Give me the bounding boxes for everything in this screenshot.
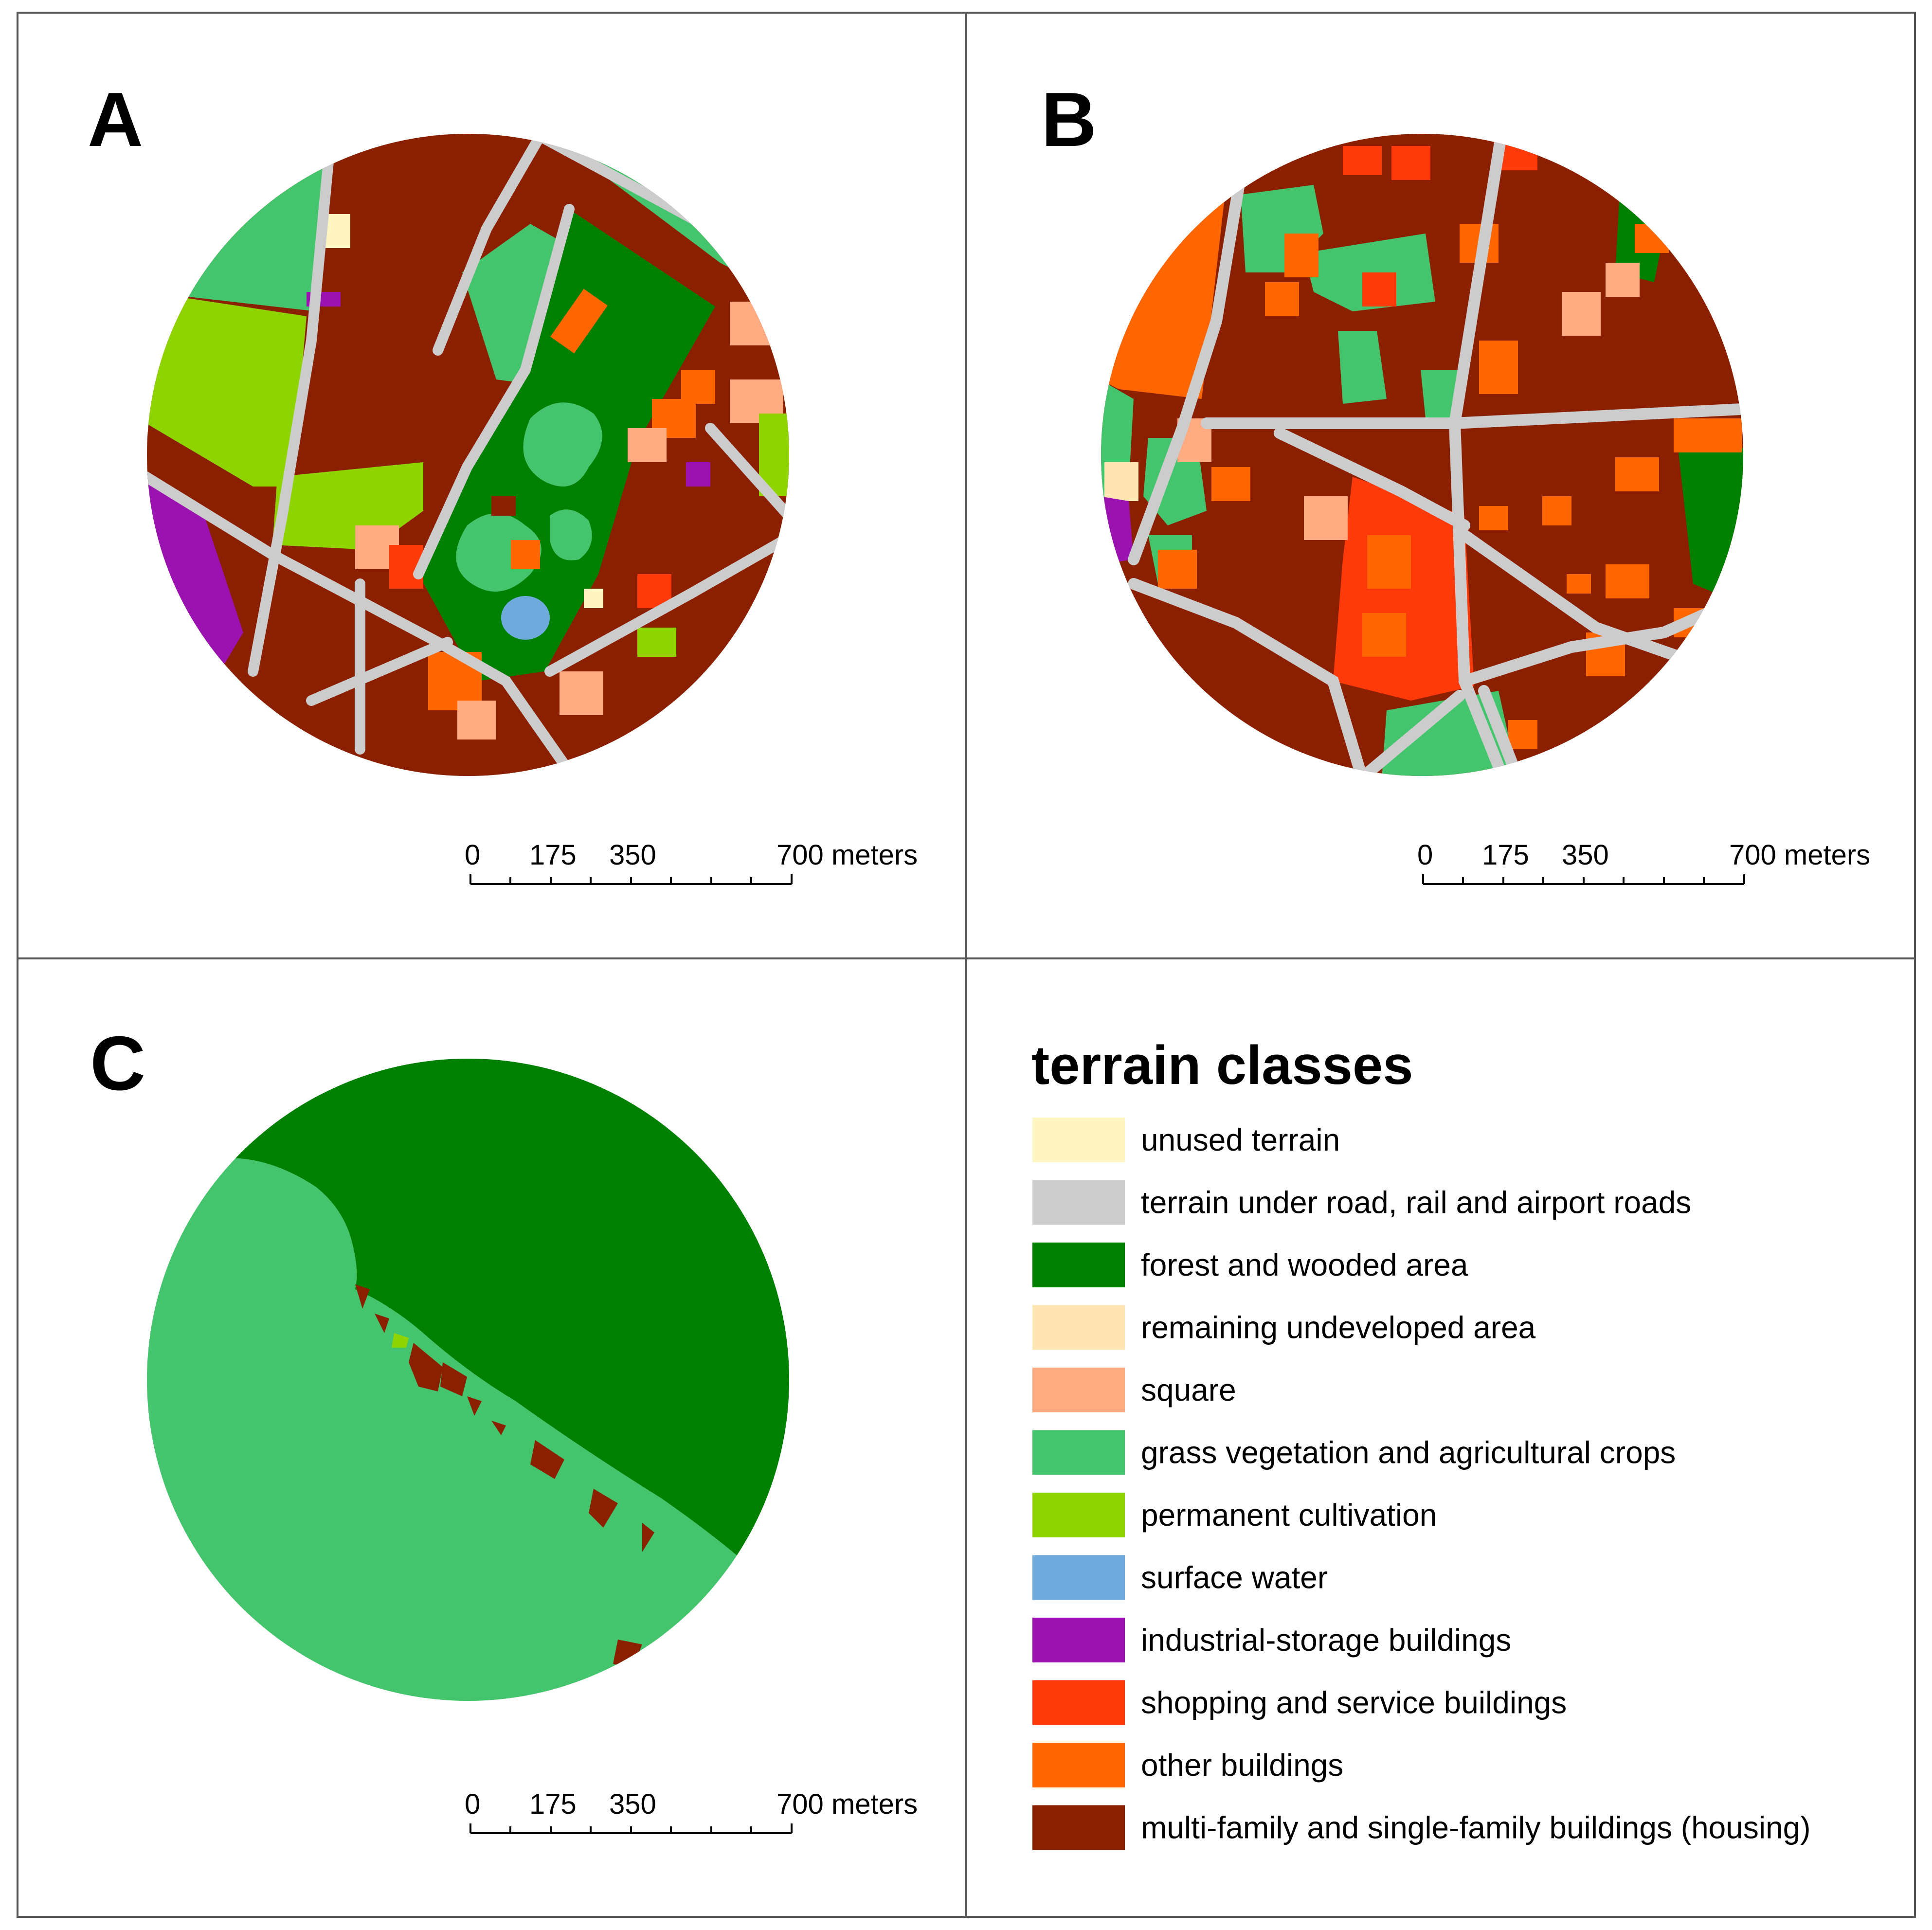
legend-item: industrial-storage buildings	[1032, 1618, 1511, 1662]
legend-label: permanent cultivation	[1141, 1497, 1437, 1533]
legend-swatch	[1032, 1180, 1125, 1225]
legend-item: terrain under road, rail and airport roa…	[1032, 1180, 1691, 1225]
legend-item: permanent cultivation	[1032, 1493, 1437, 1537]
legend-item: other buildings	[1032, 1743, 1343, 1787]
legend-items: unused terrain terrain under road, rail a…	[1032, 1118, 1811, 1850]
legend-swatch	[1032, 1243, 1125, 1287]
legend-swatch	[1032, 1618, 1125, 1662]
legend-item: grass vegetation and agricultural crops	[1032, 1430, 1676, 1475]
legend: terrain classes unused terrain terrain un…	[1031, 1035, 1811, 1850]
panel-letter: C	[90, 1021, 145, 1106]
scale-label-0: 0	[465, 1788, 480, 1820]
legend-item: forest and wooded area	[1032, 1243, 1468, 1287]
legend-item: remaining undeveloped area	[1032, 1305, 1536, 1350]
legend-item: multi-family and single-family buildings…	[1032, 1805, 1811, 1850]
legend-label: other buildings	[1141, 1748, 1343, 1783]
scale-label-175: 175	[529, 1788, 577, 1820]
legend-swatch	[1032, 1493, 1125, 1537]
legend-label: unused terrain	[1141, 1122, 1340, 1157]
legend-label: grass vegetation and agricultural crops	[1141, 1435, 1676, 1470]
scale-label-175: 175	[529, 839, 577, 871]
legend-item: shopping and service buildings	[1032, 1680, 1567, 1725]
legend-label: forest and wooded area	[1141, 1247, 1468, 1282]
legend-label: multi-family and single-family buildings…	[1141, 1810, 1811, 1845]
panel-b: B	[1041, 77, 1870, 885]
legend-label: industrial-storage buildings	[1141, 1623, 1511, 1658]
legend-swatch	[1032, 1368, 1125, 1412]
legend-swatch	[1032, 1430, 1125, 1475]
scale-bar-c: 0 175 350 700 meters	[465, 1788, 918, 1834]
scale-bar-a: 0 175 350 700 meters	[465, 839, 918, 885]
panel-letter: A	[88, 77, 143, 162]
legend-label: shopping and service buildings	[1141, 1685, 1567, 1720]
legend-label: terrain under road, rail and airport roa…	[1141, 1185, 1691, 1220]
legend-label: surface water	[1141, 1560, 1328, 1595]
scale-label-700: 700 meters	[776, 839, 918, 871]
legend-swatch	[1032, 1805, 1125, 1850]
scale-label-0: 0	[465, 839, 480, 871]
scale-bar-b: 0 175 350 700 meters	[1417, 839, 1870, 885]
panel-letter: B	[1041, 77, 1097, 162]
legend-label: remaining undeveloped area	[1141, 1310, 1536, 1345]
scale-label-350: 350	[609, 1788, 656, 1820]
scale-label-700: 700 meters	[776, 1788, 918, 1820]
legend-swatch	[1032, 1118, 1125, 1162]
legend-label: square	[1141, 1372, 1236, 1407]
legend-title: terrain classes	[1031, 1035, 1413, 1096]
scale-label-0: 0	[1417, 839, 1433, 871]
legend-swatch	[1032, 1743, 1125, 1787]
scale-label-350: 350	[1562, 839, 1609, 871]
scale-label-175: 175	[1482, 839, 1529, 871]
scale-label-700: 700 meters	[1729, 839, 1870, 871]
legend-swatch	[1032, 1555, 1125, 1600]
legend-swatch	[1032, 1305, 1125, 1350]
map-circle-c	[147, 1059, 789, 1701]
panel-c: C 0 175 350 700 meters	[90, 1021, 918, 1834]
legend-swatch	[1032, 1680, 1125, 1725]
map-circle-b	[1101, 134, 1743, 776]
scale-label-350: 350	[609, 839, 656, 871]
legend-item: unused terrain	[1032, 1118, 1340, 1162]
legend-item: surface water	[1032, 1555, 1328, 1600]
legend-item: square	[1032, 1368, 1236, 1412]
